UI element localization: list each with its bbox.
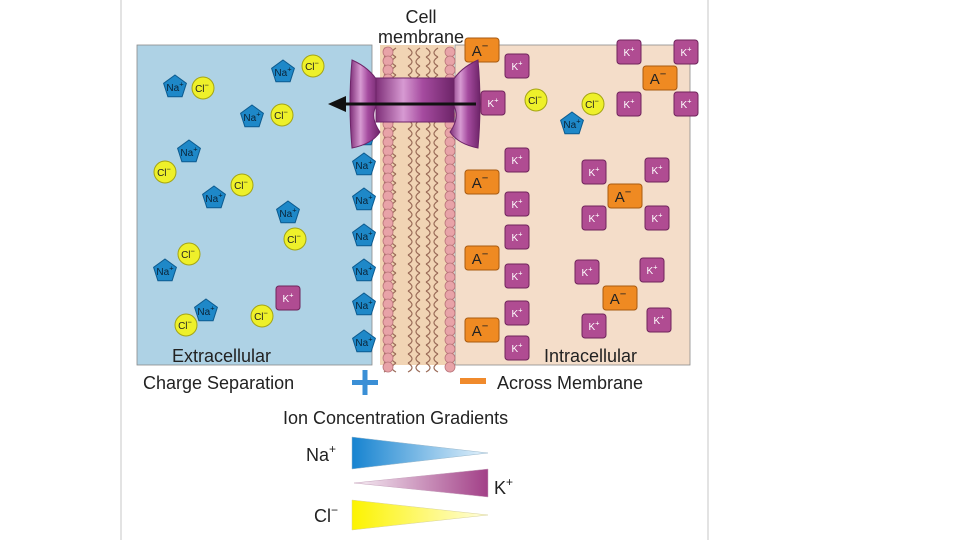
- potassium-ion-5: K+: [505, 192, 529, 216]
- potassium-ion-1: K+: [276, 286, 300, 310]
- potassium-ion-12: K+: [617, 92, 641, 116]
- potassium-ion-13: K+: [674, 92, 698, 116]
- chloride-ion-4: Cl−: [154, 161, 176, 183]
- anion-6: A−: [608, 184, 642, 208]
- potassium-ion-10: K+: [617, 40, 641, 64]
- potassium-ion-20: K+: [582, 314, 606, 338]
- chloride-ion-7: Cl−: [178, 243, 200, 265]
- potassium-ion-3: K+: [481, 91, 505, 115]
- anion-2: A−: [643, 66, 677, 90]
- chloride-ion-10: Cl−: [525, 89, 547, 111]
- intracellular-label: Intracellular: [544, 346, 637, 366]
- chloride-ion-2: Cl−: [302, 55, 324, 77]
- potassium-ion-4: K+: [505, 148, 529, 172]
- potassium-ion-15: K+: [645, 158, 669, 182]
- potassium-ion-8: K+: [505, 301, 529, 325]
- potassium-ion-19: K+: [640, 258, 664, 282]
- minus-marker-icon: [460, 378, 486, 384]
- chloride-ion-5: Cl−: [231, 174, 253, 196]
- potassium-ion-14: K+: [582, 160, 606, 184]
- anion-4: A−: [465, 246, 499, 270]
- potassium-ion-17: K+: [645, 206, 669, 230]
- potassium-ion-16: K+: [582, 206, 606, 230]
- extracellular-label: Extracellular: [172, 346, 271, 366]
- potassium-ion-18: K+: [575, 260, 599, 284]
- chloride-ion-11: Cl−: [582, 93, 604, 115]
- chloride-ion-9: Cl−: [175, 314, 197, 336]
- sodium-gradient-label: Na+: [306, 442, 336, 465]
- anion-1: A−: [465, 38, 499, 62]
- chloride-ion-8: Cl−: [251, 305, 273, 327]
- potassium-ion-9: K+: [505, 336, 529, 360]
- chloride-ion-6: Cl−: [284, 228, 306, 250]
- potassium-ion-21: K+: [647, 308, 671, 332]
- chloride-ion-1: Cl−: [192, 77, 214, 99]
- anion-7: A−: [603, 286, 637, 310]
- anion-3: A−: [465, 170, 499, 194]
- potassium-ion-2: K+: [505, 54, 529, 78]
- anion-5: A−: [465, 318, 499, 342]
- membrane-title-line2: membrane: [378, 27, 464, 47]
- potassium-gradient-wedge: [354, 469, 488, 497]
- chloride-gradient-label: Cl−: [314, 503, 338, 526]
- potassium-ion-7: K+: [505, 264, 529, 288]
- charge-separation-label: Charge Separation: [143, 373, 294, 393]
- potassium-ion-6: K+: [505, 225, 529, 249]
- gradients-title: Ion Concentration Gradients: [283, 408, 508, 428]
- potassium-ion-11: K+: [674, 40, 698, 64]
- plus-marker-icon: [352, 370, 378, 395]
- potassium-gradient-label: K+: [494, 475, 513, 498]
- across-membrane-label: Across Membrane: [497, 373, 643, 393]
- membrane-title-line1: Cell: [405, 7, 436, 27]
- sodium-gradient-wedge: [352, 437, 488, 469]
- chloride-ion-3: Cl−: [271, 104, 293, 126]
- chloride-gradient-wedge: [352, 500, 488, 530]
